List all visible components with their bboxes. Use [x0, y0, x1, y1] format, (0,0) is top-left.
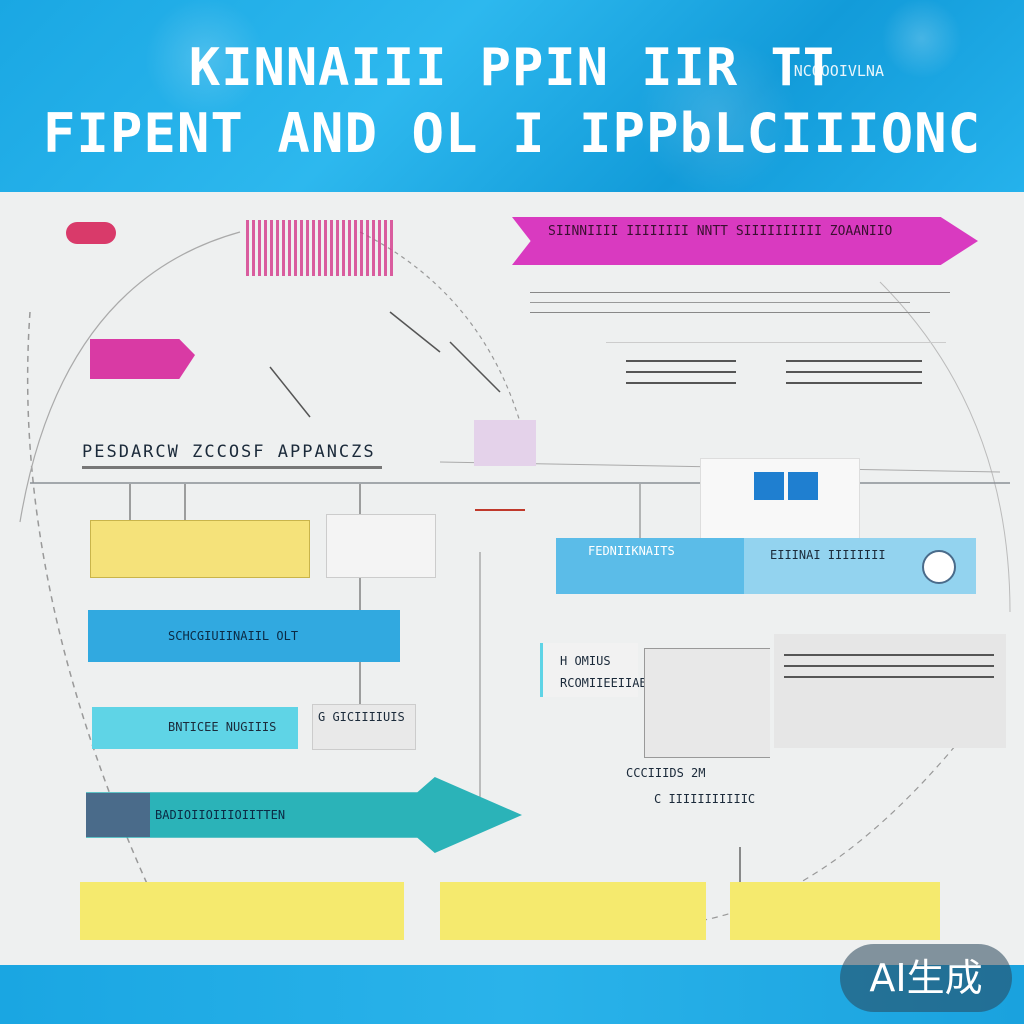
- arrow-bar-dark-chip: [86, 793, 150, 837]
- title-line-1: KINNAIII PPIN IIR TT: [188, 38, 836, 98]
- panel-lines-right: [786, 360, 922, 393]
- research-heading: PESDARCW ZCCOSF APPANCZS: [82, 442, 376, 462]
- gray-chip-text: G GICIIIIUIS: [318, 710, 405, 724]
- center-white-device: [700, 458, 860, 542]
- blue-label-bar: [88, 610, 400, 662]
- title-line-2: FIPENT AND OL I IPPbLCIIIONC: [42, 102, 982, 165]
- cyan-label-bar: [92, 707, 298, 749]
- cluster-label-2: C IIIIIIIIIIIC: [654, 792, 756, 806]
- gray-chip: [312, 704, 416, 750]
- right-blue-body-text: EIIINAI IIIIIIII: [770, 548, 886, 562]
- right-blue-tab: [556, 538, 744, 594]
- lilac-card: [474, 420, 536, 466]
- diagram-canvas: PESDARCW ZCCOSF APPANCZS SIINNIIII IIIII…: [0, 192, 1024, 965]
- magenta-tag: [90, 339, 195, 379]
- white-info-card: [326, 514, 436, 578]
- gray-frame-left: [644, 648, 770, 758]
- homius-card: [540, 643, 638, 697]
- magenta-ribbon: [512, 217, 978, 265]
- research-subtext: [82, 466, 382, 478]
- top-right-text-block: [530, 292, 950, 322]
- top-right-panel: [606, 342, 946, 442]
- ai-generated-badge: AI生成: [840, 944, 1012, 1012]
- panel-lines-left: [626, 360, 736, 393]
- arrow-bar-text: BADIOIIOIIIOIITTEN: [155, 808, 286, 822]
- header-banner: KINNAIII PPIN IIR TT NCOOOIVLNA FIPENT A…: [0, 0, 1024, 192]
- blue-window-left: [754, 472, 784, 500]
- blue-bar-text: SCHCGIUIINAIIL OLT: [168, 629, 299, 643]
- homius-text-2: RCOMIIEEIIAB: [560, 676, 647, 690]
- blue-window-right: [788, 472, 818, 500]
- right-blue-tab-text: FEDNIIKNAITS: [588, 544, 675, 558]
- pink-pattern-block: [246, 220, 396, 276]
- title-side-text: NCOOOIVLNA: [793, 62, 884, 80]
- gray-frame-lines: [784, 654, 994, 687]
- homius-text-1: H OMIUS: [560, 654, 611, 668]
- cluster-label: CCCIIIDS 2M: [626, 766, 706, 780]
- cyan-bar-text: BNTICEE NUGIIIS: [168, 720, 277, 734]
- gray-frame-right: [774, 634, 1006, 748]
- yellow-illustration-card: [90, 520, 310, 578]
- round-emblem-icon: [922, 550, 956, 584]
- yellow-footer-card-1: [80, 882, 404, 940]
- magenta-capsule: [66, 222, 116, 244]
- yellow-footer-card-3: [730, 882, 940, 940]
- yellow-footer-card-2: [440, 882, 706, 940]
- ribbon-text: SIINNIIII IIIIIIII NNTT SIIIIIIIIII ZOAA…: [548, 224, 893, 239]
